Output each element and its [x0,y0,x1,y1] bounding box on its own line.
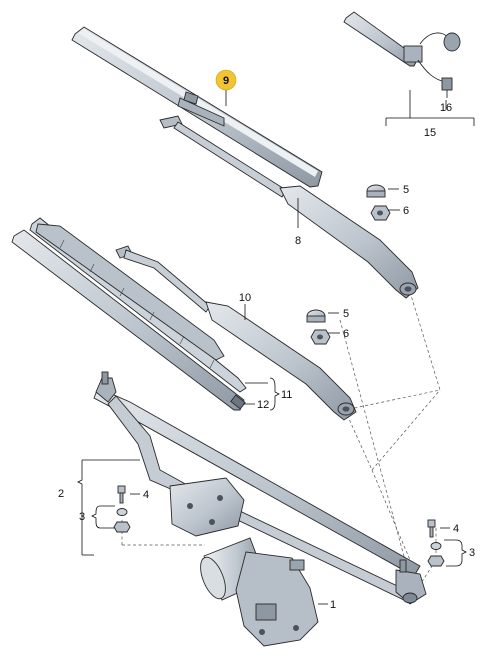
bolt-washer-left [113,485,131,533]
callout-1: 1 [330,599,336,611]
wiper-blade-left [11,217,247,411]
bolt-washer-right [427,519,445,567]
wiper-blade-top [71,26,323,188]
callout-15: 15 [424,127,436,139]
leader-lines [77,90,475,605]
wiper-motor [200,537,319,647]
callout-11: 11 [281,389,292,401]
callout-6-top: 6 [403,205,409,217]
callout-3-right: 3 [469,547,475,559]
wiper-linkage-frame [93,371,427,605]
assembly-dashed-lines [121,291,441,601]
cap-nut-set-top [366,184,391,221]
callout-9: 9 [223,75,229,87]
callout-5-top: 5 [403,184,409,196]
callout-8: 8 [295,235,301,247]
callout-2: 2 [58,488,64,500]
washer-nozzle-assembly [343,11,461,98]
wiper-arm-top [159,115,419,299]
highlight-badge [215,69,237,91]
cap-nut-set-middle [306,309,331,345]
callout-16: 16 [440,102,452,114]
callout-4-left: 4 [143,489,149,501]
callout-12: 12 [257,399,269,411]
callout-10: 10 [239,292,251,304]
callout-4-right: 4 [453,523,459,535]
callout-labels: 9 8 5 6 10 5 6 12 11 16 15 2 4 3 4 3 1 [58,69,475,611]
wiper-arm-middle [115,245,357,421]
callout-5-mid: 5 [343,308,349,320]
callout-6-mid: 6 [343,328,349,340]
callout-3-left: 3 [79,511,85,523]
